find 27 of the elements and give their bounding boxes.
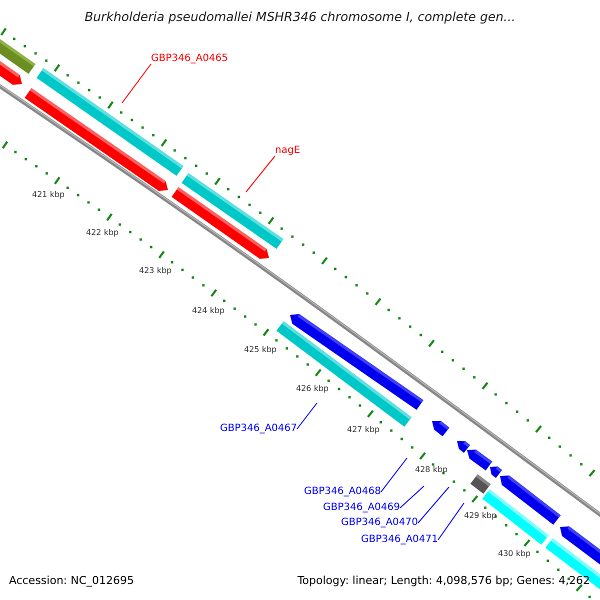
leader-line [418, 486, 450, 524]
tick-label: 430 kbp [498, 549, 531, 558]
accession-text: Accession: NC_012695 [9, 574, 134, 587]
tick-label: 423 kbp [139, 266, 172, 275]
summary-text: Topology: linear; Length: 4,098,576 bp; Genes: 4,262 [297, 574, 590, 587]
leader-line [380, 458, 408, 492]
leader-line [246, 156, 276, 192]
tick-label: 421 kbp [32, 190, 65, 199]
tick-label: 422 kbp [86, 228, 119, 237]
gene-label: GBP346_A0465 [151, 53, 228, 65]
tick-label: 427 kbp [347, 425, 380, 434]
gene-label: GBP346_A0471 [360, 534, 438, 546]
gene-label: GBP346_A0467 [220, 423, 297, 435]
leader-line [296, 402, 318, 430]
tick-label: 425 kbp [244, 345, 277, 354]
leader-line [122, 64, 152, 104]
gene-label: GBP346_A0468 [304, 486, 381, 498]
gene-label: GBP346_A0469 [322, 502, 400, 514]
leader-line [438, 502, 464, 540]
map-title: Burkholderia pseudomallei MSHR346 chromosome I, complete gen... [84, 9, 516, 24]
tick-label: 424 kbp [192, 306, 225, 315]
gene-label: GBP346_A0470 [340, 517, 418, 529]
leader-line [400, 486, 424, 508]
gene-label: nagE [275, 145, 300, 157]
tick-label: 429 kbp [464, 511, 497, 520]
tick-label: 428 kbp [415, 465, 448, 474]
tick-label: 426 kbp [296, 384, 329, 393]
